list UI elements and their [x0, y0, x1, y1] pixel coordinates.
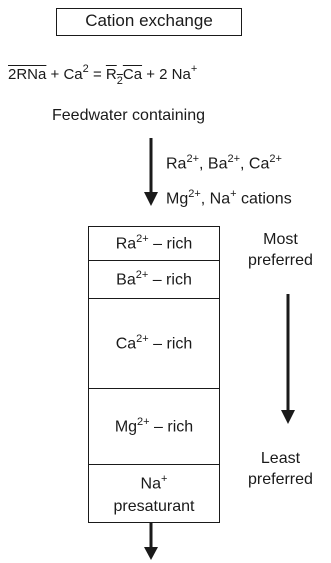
cations-line-2: Mg2+, Na+ cations	[166, 188, 292, 208]
cations-line-1: Ra2+, Ba2+, Ca2+	[166, 153, 282, 173]
zone-magnesium-rich: Mg2+ – rich	[89, 389, 219, 465]
inlet-arrow	[144, 138, 158, 206]
zone-radium-rich: Ra2+ – rich	[89, 227, 219, 261]
preference-arrow	[281, 294, 295, 424]
equation-equals: =	[92, 66, 102, 83]
most-preferred-label: Most preferred	[248, 231, 313, 269]
equation-reactant-resin: 2RNa	[8, 66, 47, 83]
zone-sodium-presaturant: Na+ presaturant	[113, 473, 195, 515]
equation-plus-2: +	[146, 66, 155, 83]
title-text: Cation exchange	[85, 11, 213, 30]
least-preferred-label: Least preferred	[248, 450, 313, 488]
equation-product-ion: 2 Na+	[159, 63, 198, 83]
outlet-arrow	[144, 523, 158, 560]
feedwater-label: Feedwater containing	[52, 107, 205, 124]
title-box: Cation exchange	[56, 8, 242, 36]
feed-cations-list: Ra2+, Ba2+, Ca2+ Mg2+, Na+ cations	[166, 144, 292, 215]
equation-reactant-ion: Ca2	[63, 63, 89, 83]
zone-calcium-rich: Ca2+ – rich	[89, 299, 219, 389]
exchange-column: Ra2+ – rich Ba2+ – rich Ca2+ – rich Mg2+…	[88, 226, 220, 523]
equation-plus-1: +	[50, 66, 60, 83]
zone-barium-rich: Ba2+ – rich	[89, 261, 219, 299]
equation-product-resin: R2Ca	[105, 66, 143, 87]
exchange-equation: 2RNa + Ca2 = R2Ca + 2 Na+	[8, 63, 328, 87]
